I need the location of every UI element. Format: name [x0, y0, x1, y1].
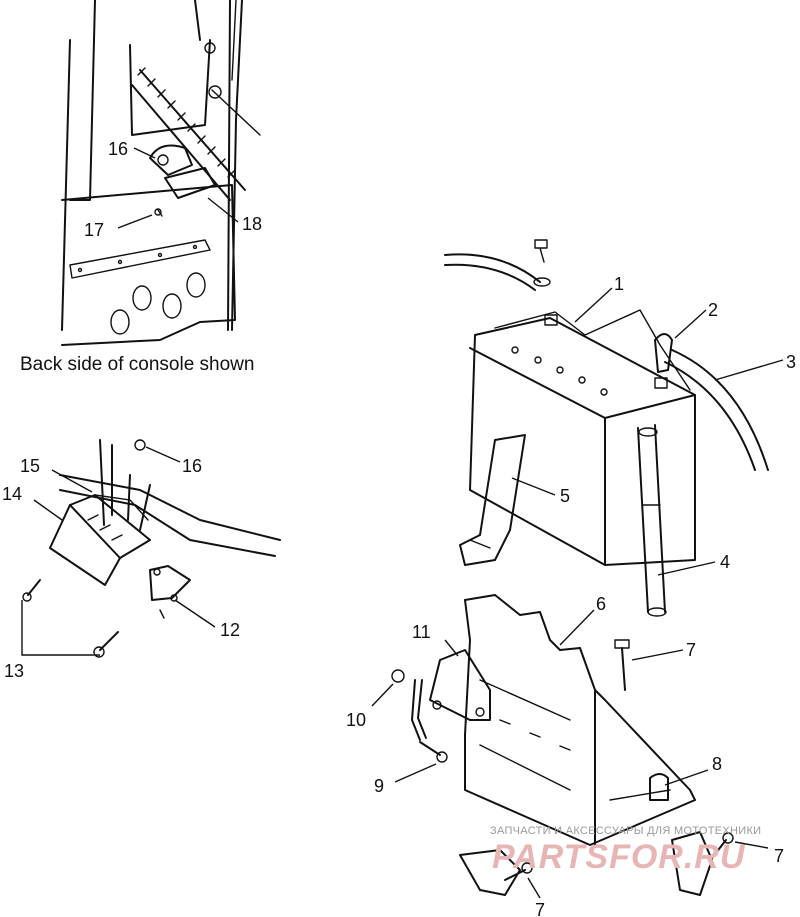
battery-assembly	[391, 239, 769, 896]
callout-8: 8	[712, 754, 722, 774]
watermark: ЗАПЧАСТИ И АКСЕССУАРЫ ДЛЯ МОТОТЕХНИКИ PA…	[490, 825, 761, 876]
callout-13: 13	[4, 661, 24, 681]
callout-9: 9	[374, 776, 384, 796]
watermark-small-text: ЗАПЧАСТИ И АКСЕССУАРЫ ДЛЯ МОТОТЕХНИКИ	[490, 825, 761, 837]
callout-10: 10	[346, 710, 366, 730]
callout-18: 18	[242, 214, 262, 234]
callout-11: 11	[412, 622, 431, 642]
leader-lines	[21, 147, 784, 899]
callout-15: 15	[20, 456, 40, 476]
callout-4: 4	[720, 552, 730, 572]
callout-16-top: 16	[108, 139, 128, 159]
callout-6: 6	[596, 594, 606, 614]
relay-detail	[22, 439, 281, 658]
callout-3: 3	[786, 352, 796, 372]
callout-17: 17	[84, 220, 104, 240]
callout-16-bottom: 16	[182, 456, 202, 476]
callout-5: 5	[560, 486, 570, 506]
console-back-detail	[61, 0, 261, 346]
watermark-logo-text: PARTSFOR.RU	[492, 838, 746, 876]
callout-7-right: 7	[774, 846, 784, 866]
callout-7-top: 7	[686, 640, 696, 660]
callout-7-bottom: 7	[535, 900, 545, 917]
callouts: 16 17 18 15 14 16 12 13 1 2 3 4 5 6 7 8 …	[2, 139, 796, 917]
callout-14: 14	[2, 484, 22, 504]
console-caption: Back side of console shown	[20, 354, 254, 375]
callout-1: 1	[614, 274, 624, 294]
callout-2: 2	[708, 300, 718, 320]
callout-12: 12	[220, 620, 240, 640]
